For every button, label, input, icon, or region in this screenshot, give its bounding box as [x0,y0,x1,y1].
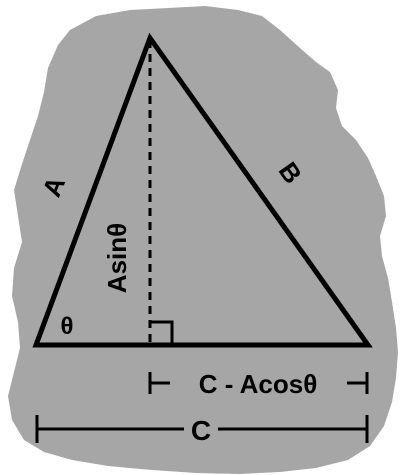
base-label: C [191,415,211,446]
triangle-outline [32,32,373,348]
height-label: Asinθ [102,223,132,293]
angle-theta-label: θ [61,313,74,340]
segment-label: C - Acosθ [199,369,318,399]
background-blob [8,6,398,474]
right-angle-marker [150,320,174,344]
base-dimension [35,415,369,443]
segment-dimension [148,372,369,394]
